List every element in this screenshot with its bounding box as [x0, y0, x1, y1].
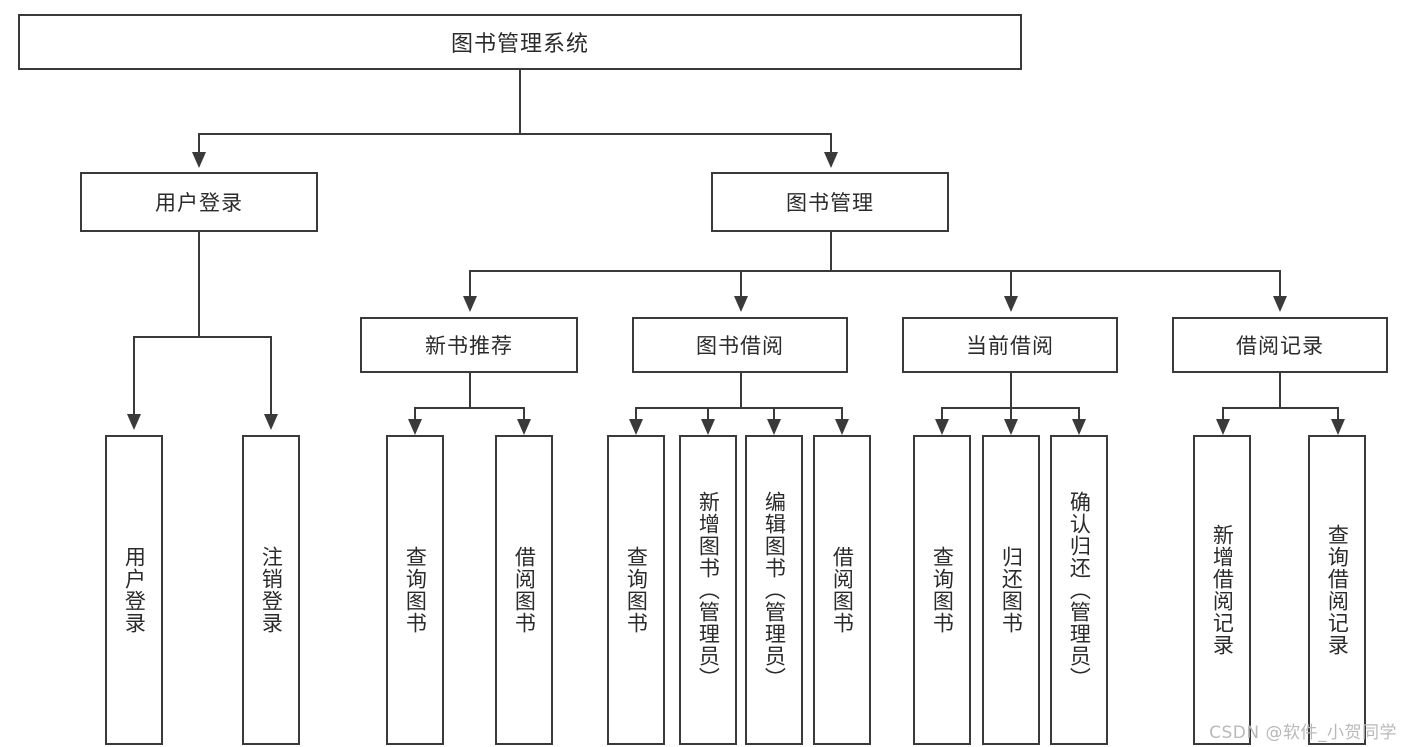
connector-root-right-drop	[830, 133, 832, 155]
node-label: 图书管理	[786, 191, 874, 215]
leaf-label: 查询图书	[930, 546, 955, 634]
connector-level3-bus	[469, 270, 1280, 272]
leaf-label: 注销登录	[259, 546, 284, 634]
leaf-bb-query-book[interactable]: 查询图书	[607, 435, 665, 745]
node-label: 图书管理系统	[450, 32, 589, 57]
leaf-label: 归还图书	[999, 546, 1024, 634]
connector-book-borrow-stem	[740, 373, 742, 408]
leaf-bb-add-book[interactable]: 新增图书（管理员）	[679, 435, 737, 745]
connector-book-manage-stem	[830, 232, 832, 271]
connector-bb-drop-4	[841, 407, 843, 421]
node-borrow-record[interactable]: 借阅记录	[1172, 317, 1388, 373]
connector-bb-drop-2	[707, 407, 709, 421]
connector-bb-drop-1	[635, 407, 637, 421]
arrow-to-leaf-logout	[264, 414, 278, 430]
arrow-cb-leaf-1	[935, 419, 949, 435]
node-current-borrow[interactable]: 当前借阅	[902, 317, 1118, 373]
connector-level3-drop-4	[1279, 270, 1281, 298]
arrow-bb-leaf-4	[835, 419, 849, 435]
connector-level3-drop-3	[1010, 270, 1012, 298]
connector-root-left-drop	[198, 133, 200, 155]
leaf-bb-borrow-book[interactable]: 借阅图书	[813, 435, 871, 745]
connector-cb-drop-1	[941, 407, 943, 421]
connector-new-book-drop-1	[414, 407, 416, 421]
connector-br-drop-2	[1337, 407, 1339, 421]
arrow-to-leaf-user-login	[127, 414, 141, 430]
arrow-to-book-borrow	[734, 296, 748, 312]
leaf-label: 新增借阅记录	[1210, 524, 1235, 656]
node-label: 当前借阅	[966, 334, 1054, 358]
leaf-label: 查询图书	[403, 546, 428, 634]
leaf-nb-borrow-book[interactable]: 借阅图书	[495, 435, 553, 745]
node-user-login[interactable]: 用户登录	[80, 172, 318, 232]
leaf-label: 编辑图书（管理员）	[762, 491, 787, 689]
connector-user-login-drop-1	[133, 336, 135, 416]
connector-cb-drop-2	[1010, 407, 1012, 421]
arrow-cb-leaf-3	[1072, 419, 1086, 435]
leaf-cb-query-book[interactable]: 查询图书	[913, 435, 971, 745]
connector-level3-drop-1	[469, 270, 471, 298]
arrow-to-new-book-recommend	[463, 296, 477, 312]
arrow-br-leaf-2	[1331, 419, 1345, 435]
connector-user-login-drop-2	[270, 336, 272, 416]
node-label: 用户登录	[155, 191, 243, 215]
leaf-label: 新增图书（管理员）	[696, 491, 721, 689]
connector-new-book-stem	[469, 373, 471, 408]
arrow-bb-leaf-1	[629, 419, 643, 435]
arrow-nb-leaf-1	[408, 419, 422, 435]
leaf-label: 查询借阅记录	[1325, 524, 1350, 656]
arrow-to-user-login	[192, 152, 206, 168]
node-new-book-recommend[interactable]: 新书推荐	[360, 317, 578, 373]
arrow-bb-leaf-3	[767, 419, 781, 435]
connector-root-stem	[519, 70, 521, 134]
node-label: 借阅记录	[1236, 334, 1324, 358]
leaf-bb-edit-book[interactable]: 编辑图书（管理员）	[745, 435, 803, 745]
leaf-br-add-record[interactable]: 新增借阅记录	[1193, 435, 1251, 745]
leaf-label: 借阅图书	[830, 546, 855, 634]
connector-new-book-drop-2	[523, 407, 525, 421]
node-root-system[interactable]: 图书管理系统	[18, 14, 1022, 70]
leaf-user-login[interactable]: 用户登录	[105, 435, 163, 745]
leaf-label: 用户登录	[122, 546, 147, 634]
connector-new-book-bus	[414, 407, 525, 409]
connector-br-drop-1	[1222, 407, 1224, 421]
connector-cb-drop-3	[1078, 407, 1080, 421]
connector-user-login-stem	[198, 232, 200, 337]
arrow-cb-leaf-2	[1004, 419, 1018, 435]
leaf-label: 确认归还（管理员）	[1067, 491, 1092, 689]
connector-borrow-record-stem	[1279, 373, 1281, 408]
node-label: 图书借阅	[696, 334, 784, 358]
leaf-br-query-record[interactable]: 查询借阅记录	[1308, 435, 1366, 745]
leaf-label: 查询图书	[624, 546, 649, 634]
arrow-to-current-borrow	[1004, 296, 1018, 312]
connector-bb-drop-3	[773, 407, 775, 421]
arrow-br-leaf-1	[1216, 419, 1230, 435]
connector-current-borrow-stem	[1010, 373, 1012, 408]
leaf-cb-return-book[interactable]: 归还图书	[982, 435, 1040, 745]
arrow-to-book-manage	[824, 152, 838, 168]
leaf-label: 借阅图书	[512, 546, 537, 634]
node-book-borrow[interactable]: 图书借阅	[632, 317, 848, 373]
node-book-manage[interactable]: 图书管理	[711, 172, 949, 232]
connector-root-bus	[198, 133, 831, 135]
node-label: 新书推荐	[425, 334, 513, 358]
arrow-to-borrow-record	[1273, 296, 1287, 312]
connector-borrow-record-bus	[1222, 407, 1339, 409]
leaf-logout[interactable]: 注销登录	[242, 435, 300, 745]
connector-book-borrow-bus	[635, 407, 842, 409]
connector-user-login-bus	[133, 336, 272, 338]
leaf-nb-query-book[interactable]: 查询图书	[386, 435, 444, 745]
arrow-bb-leaf-2	[701, 419, 715, 435]
leaf-cb-confirm-return[interactable]: 确认归还（管理员）	[1050, 435, 1108, 745]
connector-level3-drop-2	[740, 270, 742, 298]
arrow-nb-leaf-2	[517, 419, 531, 435]
